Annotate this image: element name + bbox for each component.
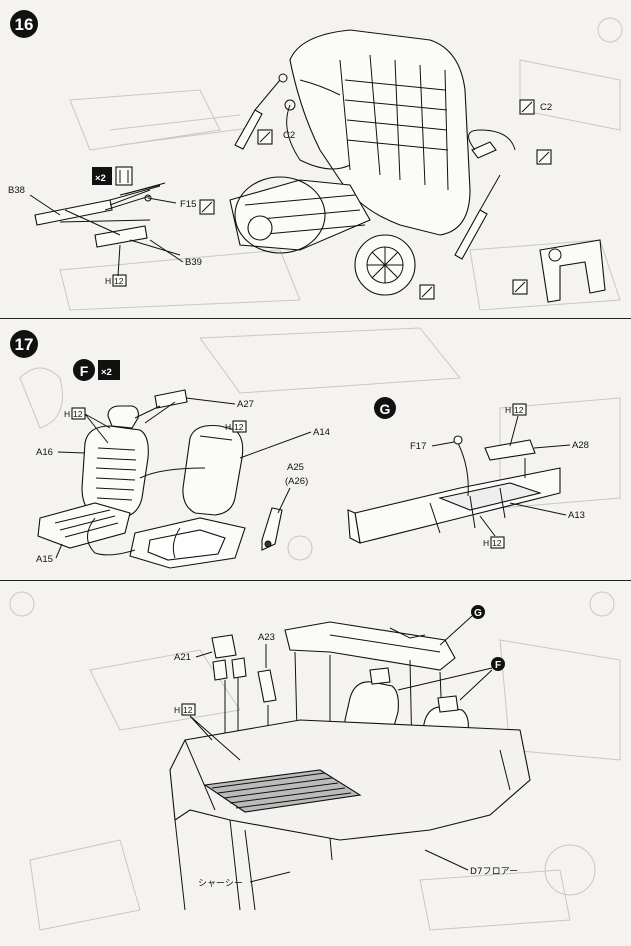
svg-text:H: H [174, 705, 180, 715]
step-17-drawing: 17 F ×2 G [10, 327, 621, 569]
step-16-badge: 16 [10, 10, 38, 38]
label-c2-left: C2 [283, 130, 295, 141]
label-a27: A27 [237, 399, 254, 410]
step-18-drawing: G A21 A23 F [9, 591, 621, 931]
pedal-a21 [211, 634, 237, 659]
svg-text:H: H [505, 405, 511, 415]
label-a16: A16 [36, 447, 53, 458]
label-h: H [105, 276, 111, 286]
svg-text:H: H [225, 422, 231, 432]
console-assembly [284, 621, 456, 671]
svg-text:H: H [64, 409, 70, 419]
seat-back-a14 [182, 424, 244, 516]
step-16-drawing: 16 [8, 10, 623, 311]
label-c2-right: C2 [540, 102, 552, 113]
label-a28: A28 [572, 440, 589, 451]
label-b38: B38 [8, 185, 25, 196]
step-17-badge: 17 [10, 330, 38, 358]
label-b39: B39 [185, 257, 202, 268]
step-18-panel: G A21 A23 F [0, 580, 631, 946]
step-17-panel: 17 F ×2 G [0, 318, 631, 581]
label-f17: F17 [410, 441, 426, 452]
bracket-a25 [261, 507, 283, 551]
strut-left [234, 109, 263, 150]
strut-right [454, 209, 488, 260]
label-chassis: シャーシー [198, 879, 243, 889]
svg-text:F: F [80, 363, 89, 379]
label-floor-d7: D7フロアー [470, 867, 518, 877]
label-a25: A25 [287, 462, 304, 473]
svg-text:F: F [495, 660, 501, 671]
svg-text:×2: ×2 [95, 173, 106, 184]
label-h12-a: 12 [73, 409, 83, 419]
b38-part [34, 199, 113, 226]
shift-lever-f17 [453, 435, 463, 445]
label-a13: A13 [568, 510, 585, 521]
h12-part [94, 225, 148, 248]
label-h12-c: 12 [514, 405, 524, 415]
chassis-tub [169, 719, 531, 841]
cement-icon [199, 99, 552, 300]
headrest-a27 [107, 405, 139, 429]
label-f15: F15 [180, 199, 196, 210]
seat-cushion-a15 [37, 502, 131, 549]
pedal-a23 [257, 669, 277, 703]
label-a21: A21 [174, 652, 191, 663]
svg-text:17: 17 [15, 335, 34, 354]
step-16-panel: 16 [0, 0, 631, 319]
label-a15: A15 [36, 554, 53, 565]
label-h12-b: 12 [234, 422, 244, 432]
label-h12: 12 [183, 705, 193, 715]
svg-text:H: H [483, 538, 489, 548]
svg-text:16: 16 [15, 15, 34, 34]
svg-text:×2: ×2 [101, 367, 112, 378]
svg-text:G: G [380, 401, 391, 417]
label-a23: A23 [258, 632, 275, 643]
label-h12-box: 12 [114, 276, 124, 286]
label-h12-d: 12 [492, 538, 502, 548]
svg-text:G: G [474, 608, 482, 619]
label-a26: (A26) [285, 476, 308, 487]
handbrake-a28 [484, 439, 536, 461]
bracket-part [539, 239, 606, 303]
label-a14: A14 [313, 427, 330, 438]
